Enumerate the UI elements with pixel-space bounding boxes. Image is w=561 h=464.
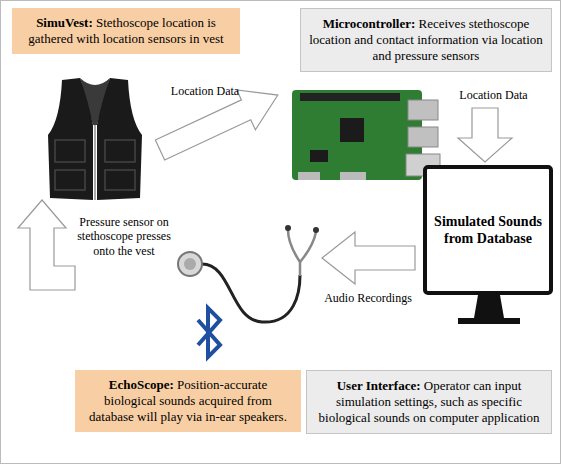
vest-zip [95, 125, 96, 200]
node-text: Simulated Sounds from Database [433, 213, 543, 247]
microcontroller-board [292, 90, 440, 180]
arrow-label: Location Data [160, 84, 250, 98]
vest-pocket [55, 170, 85, 190]
node-heading: Microcontroller: [323, 16, 416, 31]
usb-port [408, 100, 438, 120]
node-text: Microcontroller:Receives stethoscope loc… [309, 16, 543, 64]
ear-tip [313, 227, 319, 233]
ear-tip [285, 225, 291, 231]
stethoscope-tube [202, 264, 300, 322]
stethoscope-diaphragm [184, 258, 196, 270]
power-port [298, 172, 320, 180]
arrow-label: Audio Recordings [318, 291, 418, 305]
vest-pocket [105, 170, 135, 190]
vest-right-panel [97, 78, 142, 200]
monitor-screen: Simulated Sounds from Database [423, 165, 553, 295]
bluetooth-symbol [198, 308, 220, 357]
node-text: EchoScope:Position-accurate biological s… [83, 377, 293, 425]
hdmi-port [340, 172, 366, 180]
stethoscope-chestpiece [178, 252, 202, 276]
vest-pocket [105, 140, 135, 162]
hollow-arrow [322, 232, 415, 284]
node-heading: EchoScope: [109, 377, 174, 392]
stethoscope-binaural [288, 230, 300, 276]
node-text: SimuVest:Stethoscope location is gathere… [20, 15, 232, 47]
hollow-arrow [151, 75, 287, 170]
node-heading: User Interface: [337, 378, 421, 393]
gpio-header [300, 93, 400, 101]
flow-arrow [151, 75, 287, 170]
usb-port [408, 127, 438, 147]
user-interface-box: User Interface:Operator can input simula… [306, 370, 552, 434]
monitor-base [458, 318, 520, 324]
microcontroller-box: Microcontroller:Receives stethoscope loc… [300, 8, 552, 72]
node-heading: Simulated Sounds from Database [434, 214, 542, 246]
monitor-stand [474, 295, 504, 318]
chip [310, 150, 328, 162]
vest-illustration [48, 78, 142, 200]
processor-chip [340, 118, 364, 142]
hollow-arrow [18, 200, 75, 290]
node-heading: SimuVest: [36, 15, 93, 30]
stethoscope-binaural [300, 232, 316, 262]
arrow-label: Pressure sensor on stethoscope presses o… [74, 215, 174, 258]
stethoscope-illustration [178, 225, 319, 322]
circuit-board [292, 90, 422, 180]
hollow-arrow [458, 108, 512, 162]
simuvest-box: SimuVest:Stethoscope location is gathere… [12, 8, 240, 54]
vest-pocket [55, 140, 85, 162]
vest-left-panel [48, 78, 93, 200]
echoscope-box: EchoScope:Position-accurate biological s… [75, 370, 301, 432]
arrow-label: Location Data [446, 88, 541, 102]
node-text: User Interface:Operator can input simula… [315, 378, 543, 426]
